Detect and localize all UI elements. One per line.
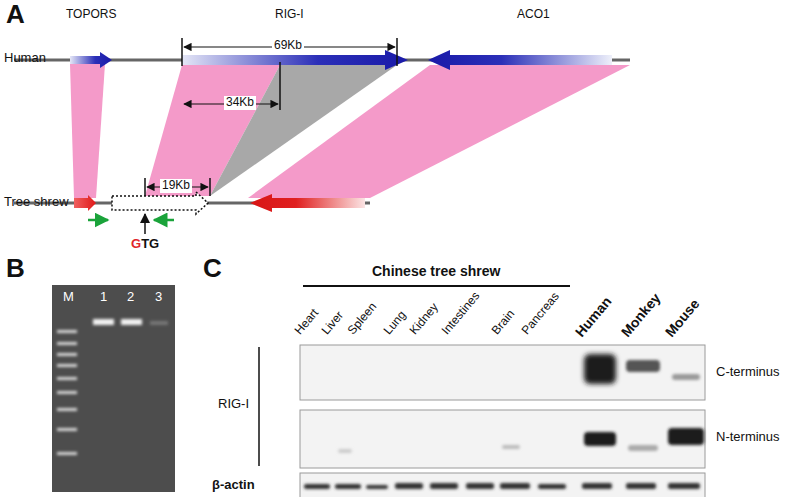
region-label: N-terminus [716, 430, 780, 445]
tissue-label: Lung [381, 309, 409, 338]
tissue-label: Spleen [345, 301, 380, 338]
panel-letter: A [6, 0, 25, 30]
tissue-label: Liver [319, 309, 346, 338]
gene-name: RIG-I [275, 8, 304, 22]
ladder [57, 330, 77, 455]
pointer-arrow [144, 214, 146, 234]
primer-arrow [154, 219, 174, 222]
region-label: C-terminus [716, 365, 780, 380]
tissue-label: Kidney [407, 301, 441, 338]
species-label: Mouse [662, 296, 703, 340]
gene-arrow [250, 194, 365, 212]
dimension-label: 19Kb [160, 179, 192, 193]
tissue-label: Heart [292, 307, 321, 338]
panel-letter: C [203, 254, 222, 284]
group-label: Chinese tree shrew [372, 263, 500, 279]
codon-label: GTG [131, 237, 159, 252]
gene-arrow [70, 52, 112, 68]
dimension-label: 34Kb [224, 96, 256, 110]
species-label: Monkey [618, 290, 664, 340]
lane-label: M [63, 289, 74, 304]
gene-arrow [428, 50, 612, 70]
gel-band [121, 319, 142, 325]
species-label: Human [572, 293, 615, 340]
lane-label: 2 [127, 289, 134, 304]
gene-name: ACO1 [517, 8, 550, 22]
tissue-label: Intestines [439, 290, 483, 338]
tick [144, 178, 146, 196]
gel [52, 285, 175, 492]
gene-name: TOPORS [66, 8, 116, 22]
gel-ground [52, 285, 175, 492]
gel-band [93, 319, 114, 325]
bracket [258, 347, 260, 466]
blot-strip [300, 410, 705, 468]
tissue-label: Brain [489, 308, 518, 338]
species-name: Tree shrew [4, 195, 69, 210]
species-name: Human [4, 51, 46, 66]
tick [181, 38, 183, 66]
lost-gene-arrow [112, 192, 208, 214]
protein-label: β-actin [212, 478, 255, 493]
tick [396, 38, 398, 66]
blot-bands [304, 354, 704, 489]
gel-image: M 1 2 3 [52, 285, 175, 492]
gel-band [150, 321, 168, 325]
synteny-band [248, 65, 630, 198]
blot-strip [300, 473, 705, 497]
dimension-label: 69Kb [272, 39, 304, 53]
tissue-label: Pancreas [519, 290, 562, 338]
tick [279, 62, 281, 110]
lane-label: 1 [100, 289, 107, 304]
blot-strip [300, 345, 705, 400]
gene-arrow [74, 195, 96, 211]
gene-arrow [182, 50, 408, 70]
panel-letter: B [6, 254, 25, 284]
synteny-band [70, 64, 105, 198]
lane-label: 3 [155, 289, 162, 304]
group-line [303, 285, 570, 287]
primer-arrow [88, 219, 108, 222]
tick [209, 178, 211, 196]
synteny-bands [70, 64, 630, 198]
protein-label: RIG-I [218, 397, 249, 412]
